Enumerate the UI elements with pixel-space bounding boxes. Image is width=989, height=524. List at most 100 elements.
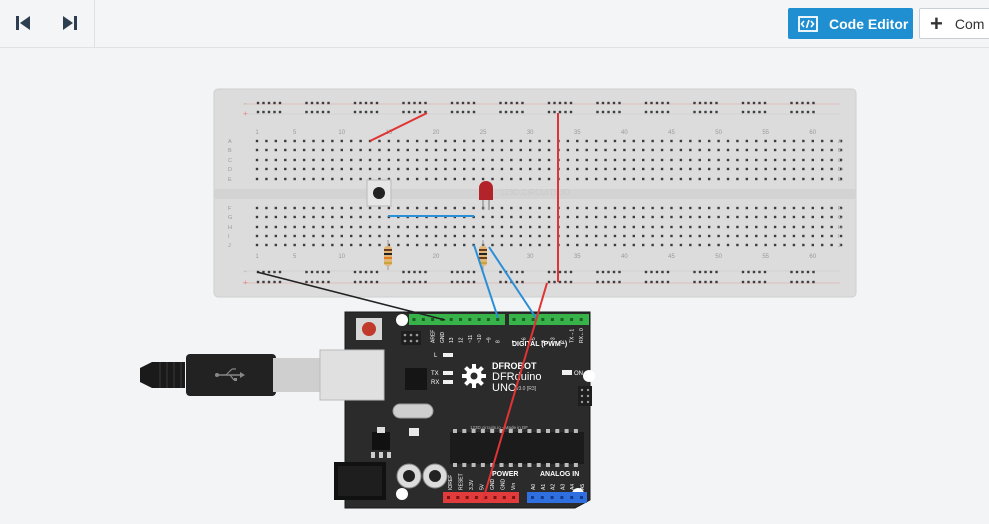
row-letter-left: C xyxy=(228,158,232,164)
digital-pin-label: 4 xyxy=(541,340,547,343)
column-number-top: 20 xyxy=(433,130,440,136)
column-number-bottom: 60 xyxy=(809,254,816,260)
svg-text:-: - xyxy=(244,267,247,276)
brand-label: DFROBOT xyxy=(492,361,537,371)
row-letter-right: H xyxy=(838,225,842,231)
on-label: ON xyxy=(574,371,583,377)
footer-label: 123D.circuits.io - Made in DF xyxy=(470,425,528,430)
icsp-header-top xyxy=(401,331,421,345)
power-pin-label: IOREF xyxy=(448,475,454,490)
power-pin-label: 5V xyxy=(480,483,486,490)
push-button[interactable] xyxy=(366,179,392,207)
column-number-bottom: 5 xyxy=(293,254,297,260)
wire-red-top[interactable] xyxy=(369,112,428,142)
row-letter-right: F xyxy=(838,206,842,212)
model-label: DFRduino xyxy=(492,371,542,383)
skip-previous-icon[interactable] xyxy=(11,11,35,35)
digital-pin-label: 7 xyxy=(512,340,518,343)
components-label: Com xyxy=(954,15,985,32)
analog-pin-label: A1 xyxy=(541,484,547,490)
column-number-bottom: 50 xyxy=(715,254,722,260)
row-letter-left: F xyxy=(228,206,232,212)
breadboard[interactable]: - + - + 11551010151520202525303035354040… xyxy=(213,88,857,298)
column-number-bottom: 1 xyxy=(255,254,259,260)
digital-pin-label: 8 xyxy=(496,340,502,343)
digital-pin-label: ~11 xyxy=(468,335,474,343)
digital-pin-label: TX→1 xyxy=(570,329,576,343)
breadboard-holes[interactable] xyxy=(255,101,843,284)
toolbar: Code Editor + Com xyxy=(0,0,989,48)
row-letter-left: E xyxy=(228,177,232,183)
digital-label: DIGITAL (PWM~) xyxy=(512,341,567,348)
voltage-regulator xyxy=(371,427,391,458)
column-number-top: 30 xyxy=(527,130,534,136)
column-number-top: 1 xyxy=(255,130,259,136)
row-letter-right: J xyxy=(838,243,841,249)
digital-pin-label: 12 xyxy=(459,337,465,343)
digital-pin-label: RX←0 xyxy=(579,328,585,343)
usb-cable[interactable] xyxy=(140,349,385,401)
wires[interactable] xyxy=(256,112,559,501)
power-pin-label: GND xyxy=(490,479,496,491)
analog-pin-label: A3 xyxy=(560,484,566,490)
column-number-top: 50 xyxy=(715,130,722,136)
model2-label: UNO xyxy=(492,382,517,394)
code-editor-button[interactable]: Code Editor xyxy=(788,8,913,39)
wire-black[interactable] xyxy=(256,271,446,321)
red-led[interactable] xyxy=(479,181,493,210)
column-number-top: 60 xyxy=(809,130,816,136)
analog-pin-label: A5 xyxy=(580,484,586,490)
column-number-top: 10 xyxy=(338,130,345,136)
column-number-bottom: 30 xyxy=(527,254,534,260)
column-number-bottom: 10 xyxy=(338,254,345,260)
digital-pin-label: AREF xyxy=(431,330,437,343)
column-number-bottom: 35 xyxy=(574,254,581,260)
column-number-bottom: 55 xyxy=(762,254,769,260)
column-number-top: 35 xyxy=(574,130,581,136)
power-pin-label: RESET xyxy=(459,473,465,490)
row-letter-left: A xyxy=(228,139,232,145)
column-number-top: 15 xyxy=(386,130,393,136)
wire-blue-pin8[interactable] xyxy=(473,244,499,319)
digital-header-b[interactable] xyxy=(509,314,589,325)
column-number-top: 25 xyxy=(480,130,487,136)
power-pin-label: GND xyxy=(501,479,507,491)
column-number-top: 40 xyxy=(621,130,628,136)
components-button[interactable]: + Com xyxy=(919,8,989,39)
version-label: v3.0 [R3] xyxy=(516,386,537,392)
breadboard-watermark: 123D.CIRCUITS.IO xyxy=(500,188,570,197)
row-letter-right: E xyxy=(838,177,842,183)
power-header[interactable] xyxy=(443,492,519,503)
row-letter-left: G xyxy=(228,215,232,221)
row-letter-right: I xyxy=(838,234,840,240)
svg-text:+: + xyxy=(243,109,248,118)
resistor-2[interactable] xyxy=(479,240,487,270)
gear-icon xyxy=(462,364,486,388)
usb-icon xyxy=(215,368,245,381)
column-number-top: 55 xyxy=(762,130,769,136)
code-editor-label: Code Editor xyxy=(829,15,909,32)
analog-pin-label: A4 xyxy=(570,484,576,490)
rx-label: RX xyxy=(431,380,439,386)
column-number-top: 5 xyxy=(293,130,297,136)
usb-chip xyxy=(405,368,427,390)
circuit-canvas[interactable]: - + - + 11551010151520202525303035354040… xyxy=(0,48,989,519)
digital-pin-label: ~3 xyxy=(550,337,556,343)
tx-label: TX xyxy=(431,371,439,377)
digital-pin-label: 13 xyxy=(449,337,455,343)
analog-header[interactable] xyxy=(527,492,587,503)
skip-next-icon[interactable] xyxy=(58,11,82,35)
column-number-bottom: 40 xyxy=(621,254,628,260)
digital-header-a[interactable] xyxy=(409,314,505,325)
row-letter-left: H xyxy=(228,225,232,231)
icsp-header-right xyxy=(578,386,592,406)
wire-blue-pin6[interactable] xyxy=(488,246,537,319)
power-pin-label: Vin xyxy=(511,483,517,490)
resistor-1[interactable] xyxy=(384,240,392,270)
svg-text:+: + xyxy=(243,278,248,287)
wire-red-5v[interactable] xyxy=(482,282,548,501)
